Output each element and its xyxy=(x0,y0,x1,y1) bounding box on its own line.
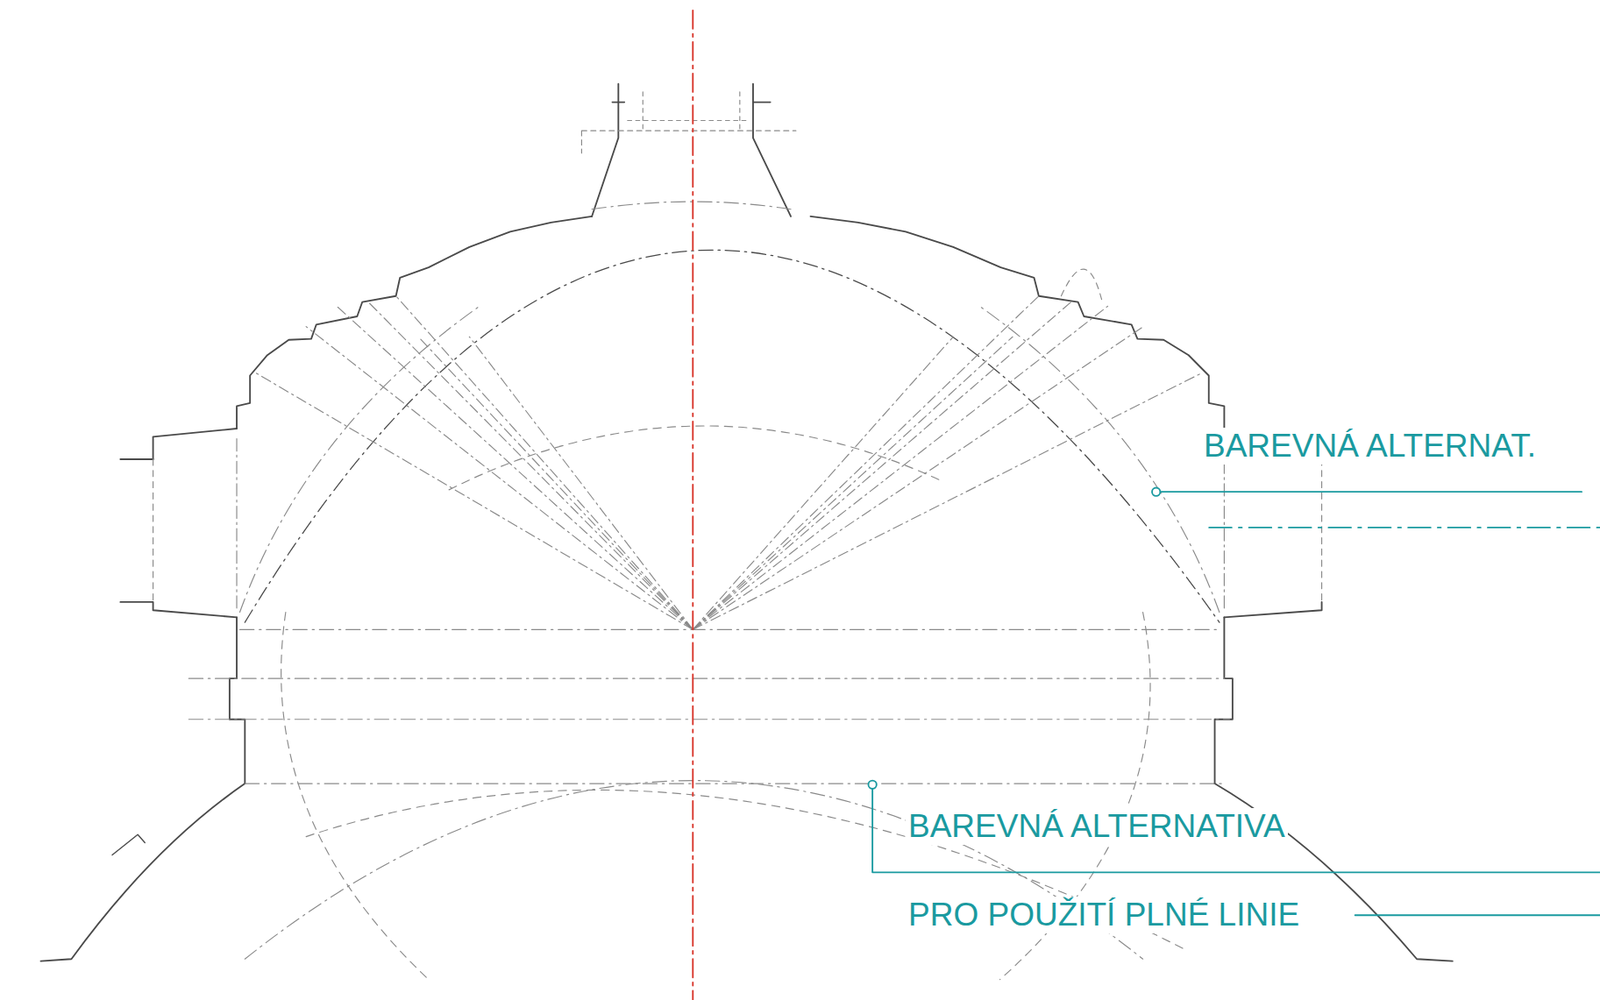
dome-outline xyxy=(236,216,592,429)
construction-line xyxy=(240,629,1220,631)
leader-dot xyxy=(867,781,876,790)
annotation-label: BAREVNÁ ALTERNAT. xyxy=(1201,427,1539,465)
leader-line xyxy=(1156,490,1582,493)
construction-line xyxy=(188,718,1230,720)
construction-ray xyxy=(418,336,693,630)
construction-ray xyxy=(692,336,1013,630)
annotation-label: BAREVNÁ ALTERNATIVA xyxy=(905,808,1288,846)
construction-ray xyxy=(692,327,1144,631)
construction-ray xyxy=(692,301,1073,631)
construction-arc xyxy=(591,201,791,210)
construction-arc xyxy=(1060,269,1103,301)
construction-ray xyxy=(469,336,693,630)
drum-window xyxy=(152,459,154,603)
construction-ray xyxy=(396,296,694,631)
roof-detail xyxy=(112,834,145,855)
construction-ray xyxy=(305,327,693,631)
drum-axis xyxy=(1223,439,1225,613)
drum-wall xyxy=(1215,617,1233,784)
construction-line xyxy=(244,782,1224,784)
construction-ray xyxy=(336,305,693,630)
construction-arc xyxy=(979,305,1220,612)
lantern xyxy=(591,84,619,217)
lantern xyxy=(581,130,796,154)
leader-line xyxy=(1208,526,1600,529)
construction-ray xyxy=(367,301,693,631)
drum-wall xyxy=(229,617,245,784)
drum-window xyxy=(153,428,237,460)
drum-axis xyxy=(235,439,237,613)
construction-ray xyxy=(255,372,693,630)
roof-outline xyxy=(41,783,246,962)
construction-ray xyxy=(692,296,1039,631)
lantern xyxy=(627,92,751,134)
construction-arc xyxy=(240,305,481,612)
construction-ray xyxy=(692,372,1203,630)
drum-window xyxy=(120,602,237,618)
leader-line xyxy=(872,784,1600,873)
construction-arc xyxy=(244,249,1220,623)
construction-ray xyxy=(692,336,953,630)
drum-window xyxy=(1321,459,1323,603)
lantern xyxy=(753,84,791,217)
symmetry-axis xyxy=(691,10,694,1000)
drum-window xyxy=(120,458,153,461)
leader-line xyxy=(1355,914,1600,917)
lantern xyxy=(611,101,770,104)
drum-window xyxy=(1223,602,1322,618)
dome-outline xyxy=(810,216,1225,429)
construction-arc xyxy=(281,612,429,981)
annotation-label: PRO POUŽITÍ PLNÉ LINIE xyxy=(905,896,1302,934)
construction-line xyxy=(188,678,1224,680)
construction-ray xyxy=(692,305,1108,630)
leader-dot xyxy=(1152,488,1160,497)
